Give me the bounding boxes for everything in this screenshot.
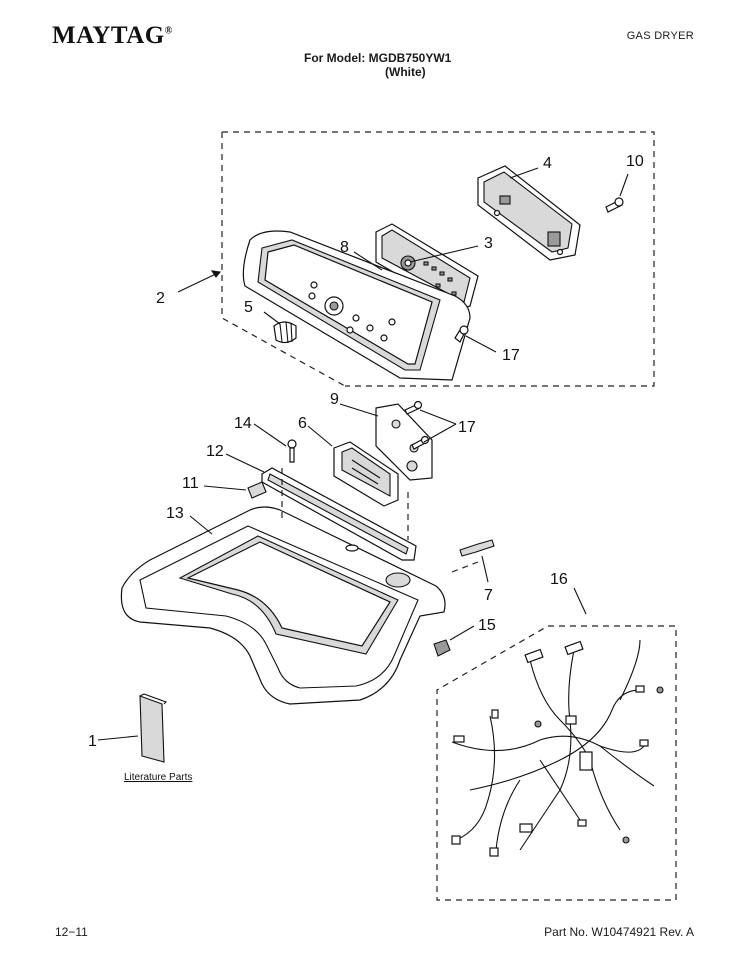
screw-part-14 bbox=[287, 439, 297, 463]
callout-11: 11 bbox=[182, 475, 199, 492]
clip-part-7 bbox=[459, 539, 495, 557]
date-code: 12−11 bbox=[55, 925, 88, 939]
harness-assembly-boundary bbox=[436, 625, 677, 901]
callout-5: 5 bbox=[244, 299, 253, 316]
callout-17-lower: 17 bbox=[458, 419, 476, 436]
callout-12: 12 bbox=[206, 443, 224, 460]
callout-6: 6 bbox=[298, 415, 307, 432]
rear-panel-part bbox=[477, 165, 581, 261]
callout-10: 10 bbox=[626, 153, 644, 170]
top-panel-part bbox=[120, 506, 446, 705]
console-assembly-boundary bbox=[221, 131, 655, 387]
callout-16: 16 bbox=[550, 571, 568, 588]
color-line: (White) bbox=[385, 65, 426, 79]
literature-part bbox=[139, 693, 167, 763]
console-part bbox=[242, 230, 471, 381]
knob-part bbox=[273, 321, 297, 344]
callout-labels: 2 4 10 8 3 5 17 9 17 14 6 12 11 13 7 15 … bbox=[88, 153, 644, 783]
model-line: For Model: MGDB750YW1 bbox=[304, 51, 452, 65]
control-board-part bbox=[375, 223, 479, 311]
callout-3: 3 bbox=[484, 235, 493, 252]
callout-2: 2 bbox=[156, 290, 165, 307]
callout-1: 1 bbox=[88, 733, 97, 750]
literature-parts-label: Literature Parts bbox=[124, 772, 192, 783]
product-type: GAS DRYER bbox=[626, 30, 694, 42]
bracket-part bbox=[375, 403, 433, 481]
callout-15: 15 bbox=[478, 617, 496, 634]
callout-17-upper: 17 bbox=[502, 347, 520, 364]
grommet-part bbox=[433, 639, 451, 657]
part-number: Part No. W10474921 Rev. A bbox=[544, 925, 694, 939]
module-part bbox=[333, 441, 399, 507]
callout-9: 9 bbox=[330, 391, 339, 408]
leader-lines bbox=[97, 167, 629, 741]
callout-13: 13 bbox=[166, 505, 184, 522]
screw-part-17-lower bbox=[404, 400, 430, 450]
screw-part-17-upper bbox=[454, 325, 469, 343]
brand-logo: MAYTAG® bbox=[52, 22, 173, 49]
clip-part-11 bbox=[247, 481, 267, 499]
strip-part bbox=[261, 467, 417, 561]
callout-7: 7 bbox=[484, 587, 493, 604]
callout-8: 8 bbox=[340, 239, 349, 256]
callout-4: 4 bbox=[543, 155, 552, 172]
callout-14: 14 bbox=[234, 415, 252, 432]
wire-harness-part bbox=[451, 639, 664, 857]
screw-part-10 bbox=[605, 197, 624, 213]
